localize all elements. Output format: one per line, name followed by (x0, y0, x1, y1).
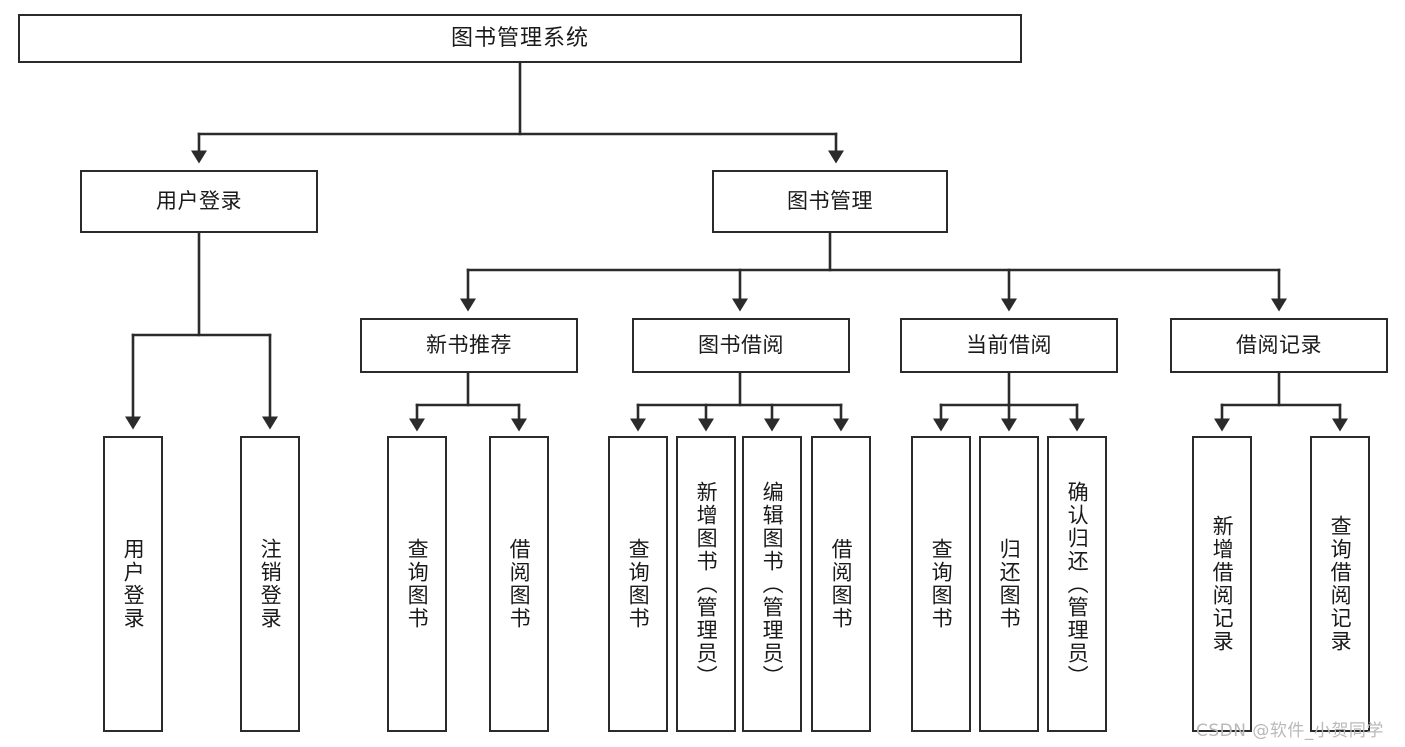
node-label: 编辑图书（管理员） (760, 480, 785, 688)
leaf-new-book-borrow-book[interactable]: 借阅图书 (489, 436, 549, 732)
leaf-borrow-record-query-record[interactable]: 查询借阅记录 (1310, 436, 1370, 732)
node-label: 借阅记录 (1236, 333, 1322, 358)
node-label: 查询图书 (626, 538, 651, 630)
leaf-current-borrow-return-book[interactable]: 归还图书 (979, 436, 1039, 732)
node-label: 注销登录 (258, 538, 283, 630)
node-label: 确认归还（管理员） (1065, 480, 1090, 688)
node-label: 借阅图书 (507, 538, 532, 630)
node-label: 查询图书 (929, 538, 954, 630)
node-user-login[interactable]: 用户登录 (80, 170, 318, 233)
node-label: 查询借阅记录 (1328, 515, 1353, 653)
node-label: 借阅图书 (829, 538, 854, 630)
node-root-book-management-system[interactable]: 图书管理系统 (18, 14, 1022, 63)
node-label: 图书管理系统 (450, 25, 589, 51)
leaf-current-borrow-confirm-return-admin[interactable]: 确认归还（管理员） (1047, 436, 1107, 732)
node-label: 用户登录 (156, 189, 242, 214)
watermark: CSDN @软件_小贺同学 (1196, 721, 1384, 741)
node-label: 新增图书（管理员） (694, 480, 719, 688)
leaf-book-borrow-query-book[interactable]: 查询图书 (608, 436, 668, 732)
node-label: 当前借阅 (966, 333, 1052, 358)
leaf-book-borrow-add-book-admin[interactable]: 新增图书（管理员） (676, 436, 736, 732)
leaf-current-borrow-query-book[interactable]: 查询图书 (911, 436, 971, 732)
leaf-book-borrow-edit-book-admin[interactable]: 编辑图书（管理员） (742, 436, 802, 732)
leaf-user-login-logout[interactable]: 注销登录 (240, 436, 300, 732)
node-book-borrow[interactable]: 图书借阅 (632, 318, 850, 373)
node-label: 用户登录 (121, 538, 146, 630)
node-label: 新增借阅记录 (1210, 515, 1235, 653)
node-label: 新书推荐 (426, 333, 512, 358)
node-label: 归还图书 (997, 538, 1022, 630)
node-book-management[interactable]: 图书管理 (712, 170, 948, 233)
node-label: 图书管理 (787, 189, 873, 214)
leaf-borrow-record-add-record[interactable]: 新增借阅记录 (1192, 436, 1252, 732)
leaf-user-login-login[interactable]: 用户登录 (103, 436, 163, 732)
node-label: 查询图书 (405, 538, 430, 630)
node-borrow-record[interactable]: 借阅记录 (1170, 318, 1388, 373)
node-new-book-recommend[interactable]: 新书推荐 (360, 318, 578, 373)
leaf-new-book-query-book[interactable]: 查询图书 (387, 436, 447, 732)
node-current-borrow[interactable]: 当前借阅 (900, 318, 1118, 373)
node-label: 图书借阅 (698, 333, 784, 358)
leaf-book-borrow-borrow-book[interactable]: 借阅图书 (811, 436, 871, 732)
